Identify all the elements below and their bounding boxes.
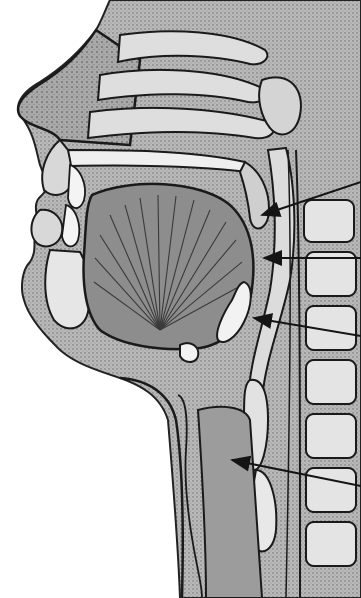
hyoid-bone — [180, 343, 198, 362]
cervical-vertebrae — [304, 200, 356, 566]
lower-lip — [31, 210, 62, 247]
